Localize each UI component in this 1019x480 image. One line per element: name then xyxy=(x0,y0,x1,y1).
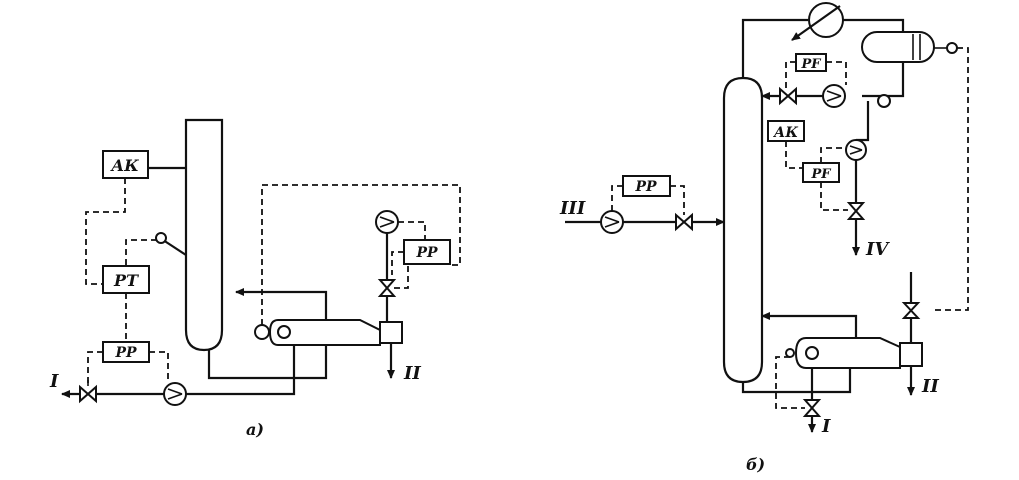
bottoms-valve-b xyxy=(802,399,822,417)
stream-1-label-b: I xyxy=(821,416,831,437)
caption-a: а) xyxy=(246,420,264,439)
column-b xyxy=(722,76,764,384)
pp-right-box-a xyxy=(403,239,451,265)
temperature-sensor-a xyxy=(155,232,187,256)
reflux-valve-b xyxy=(779,86,797,106)
flow-meter-a xyxy=(375,210,399,234)
feed-valve-b xyxy=(675,212,693,232)
pp-right-label-a: РР xyxy=(415,245,438,261)
distillate-valve-b xyxy=(846,202,866,220)
reflux-drum-b xyxy=(861,31,958,63)
pump-a xyxy=(163,382,187,406)
pf-top-label-b: РF xyxy=(800,57,821,72)
feed-pump-b xyxy=(600,210,624,234)
reflux-pump-b xyxy=(822,84,846,108)
ak-label-a: АК xyxy=(110,156,139,175)
diagram-a: АК РТ РР I xyxy=(49,118,461,439)
condenser-b xyxy=(791,2,844,41)
pp-label-b: РР xyxy=(634,179,657,195)
caption-b: б) xyxy=(746,455,765,474)
stream-4-label-b: IV xyxy=(865,239,890,260)
distillate-meter-b xyxy=(845,139,867,161)
control-valve-a-right xyxy=(377,264,409,297)
heating-valve-b xyxy=(901,302,921,319)
pt-box-a xyxy=(102,265,150,294)
reboiler-a xyxy=(254,319,403,346)
reboiler-b xyxy=(785,337,923,369)
stream-3-label-b: III xyxy=(559,198,586,219)
pt-label-a: РТ xyxy=(113,271,139,290)
column-a xyxy=(184,118,224,352)
diagram-b: РF АК РF IV xyxy=(559,2,969,474)
stream-2-label-a: II xyxy=(403,363,421,384)
pf-mid-label-b: РF xyxy=(810,167,831,182)
pp-bottom-label-a: РР xyxy=(114,345,137,361)
control-valve-a-bottom xyxy=(79,380,97,404)
stream-2-label-b: II xyxy=(921,376,939,397)
stream-1-label-a: I xyxy=(49,371,59,392)
ak-label-b: АК xyxy=(773,125,798,141)
drum-outlet-b xyxy=(877,94,891,108)
